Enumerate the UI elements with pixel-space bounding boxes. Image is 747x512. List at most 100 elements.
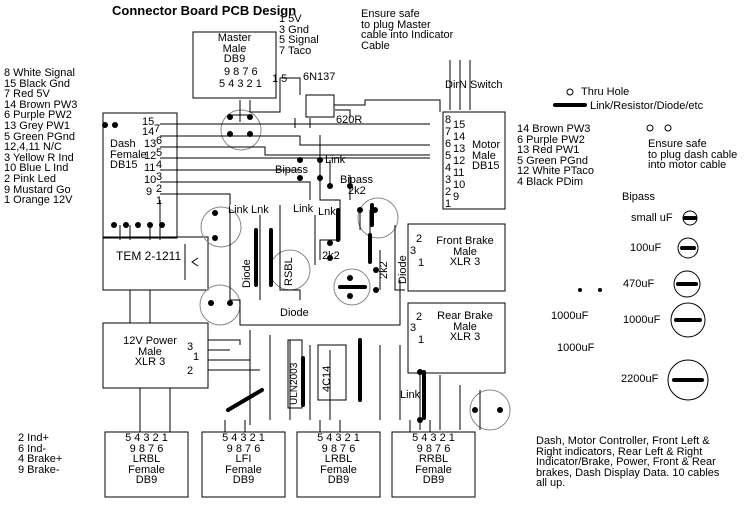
indicator-pinout-list: 2 Ind+ 6 Ind- 4 Brake+ 9 Brake-	[18, 433, 62, 475]
front-brake-pin: 3	[410, 245, 417, 257]
dash-pinout-item: 5 Green PGnd	[4, 130, 75, 143]
legend-link: Link/Resistor/Diode/etc	[590, 100, 704, 112]
dash-pin: 15	[142, 116, 155, 128]
db9-name: LRBL	[132, 453, 161, 466]
motor-pins-left: 8 7 6 5 4 3 2 1	[445, 115, 451, 211]
db9-row-bottom: 9 8 7 6	[129, 442, 164, 455]
label-lnk: Lnk	[251, 204, 269, 216]
legend-bipass-title: Bipass	[622, 191, 656, 203]
indicator-pinout-item: 2 Ind+	[18, 432, 49, 444]
db9-row-top: 5 4 3 2 1	[125, 432, 168, 444]
motor-pin: 9	[453, 191, 460, 203]
master-label-line: DB9	[223, 53, 246, 66]
label-2k2-vertical: 2k2	[378, 261, 390, 279]
safe-note-top-line: to plug Master	[361, 18, 431, 31]
dash-pinout-item: 6 Purple PW2	[4, 109, 72, 122]
dash-pin: 9	[146, 186, 153, 198]
rear-brake-line: Male	[453, 320, 477, 333]
tem-converter-label: TEM 2-1211	[116, 249, 182, 263]
indicator-pinout-item: 4 Brake+	[18, 453, 63, 466]
db9-box-4	[391, 431, 476, 498]
master-label-line: Male	[222, 42, 247, 55]
motor-pinout-item: 13 Red PW1	[517, 144, 580, 157]
motor-pin: 15	[453, 119, 466, 131]
uln2003-label: ULN2003	[289, 362, 300, 405]
safe-note-top-line: Cable	[361, 39, 390, 52]
db9-row-bottom: 9 8 7 6	[321, 442, 356, 455]
6n137-chip	[305, 94, 335, 118]
label-lnk-2: Lnk	[318, 206, 336, 218]
power-xlr-label: 12V Power Male XLR 3	[110, 336, 190, 368]
motor-pin: 5	[445, 150, 452, 162]
summary-line: Right indicators, Rear Left & Right	[536, 445, 703, 458]
motor-pin: 14	[453, 131, 466, 143]
resistor-620r-label: 620R	[336, 114, 363, 126]
master-db9-label: Master Male DB9	[193, 33, 276, 65]
db9-name: RRBL	[418, 453, 449, 466]
dash-pin: 7	[154, 123, 161, 135]
legend-cap-small: small uF	[631, 212, 673, 224]
rear-brake-line: XLR 3	[449, 331, 481, 344]
db9-row-bottom: 9 8 7 6	[416, 442, 451, 455]
dash-pin: 3	[156, 171, 163, 183]
power-pin: 3	[187, 341, 194, 353]
dash-pinout-item: 3 Yellow R Ind	[4, 151, 74, 164]
db9-label-line: Female	[415, 463, 452, 476]
motor-db15-box	[442, 111, 506, 210]
motor-pin: 1	[445, 198, 452, 210]
motor-pin: 2	[445, 186, 452, 198]
legend-cap-100: 100uF	[630, 242, 662, 254]
legend-safe-note: Ensure safe to plug dash cable into moto…	[648, 139, 737, 171]
indicator-pinout-item: 9 Brake-	[18, 463, 60, 476]
rear-brake-pin: 3	[410, 322, 417, 334]
motor-pin: 4	[445, 162, 452, 174]
db9-output-4: 5 4 3 2 1 9 8 7 6 RRBL Female DB9	[392, 433, 475, 486]
dash-pin: 13	[144, 138, 157, 150]
legend-cap-470: 470uF	[623, 278, 655, 290]
dash-pin: 10	[144, 174, 157, 186]
front-brake-line: XLR 3	[449, 256, 481, 269]
dash-pinout-item: 15 Black Gnd	[4, 77, 71, 90]
dash-pinout-item: 14 Brown PW3	[4, 98, 78, 111]
summary-line: all up.	[536, 477, 566, 490]
dash-label-line: Female	[110, 148, 147, 161]
motor-label-line: Motor	[472, 139, 501, 151]
diagram-title: Connector Board PCB Design	[112, 3, 297, 18]
dash-pinout-item: 8 White Signal	[4, 67, 75, 79]
db9-name: LRBL	[324, 453, 353, 466]
db9-row-bottom: 9 8 7 6	[226, 442, 261, 455]
power-pin: 2	[187, 365, 194, 377]
rear-brake-label: Rear Brake Male XLR 3	[430, 311, 500, 343]
rear-brake-pin: 2	[416, 311, 423, 323]
power-pin: 1	[193, 351, 200, 363]
safe-note-top-line: Ensure safe	[361, 8, 420, 20]
motor-pins-right: 15 14 13 12 11 10 9	[453, 120, 465, 204]
label-link-mid: Link	[293, 203, 314, 215]
legend-safe-line: to plug dash cable	[648, 148, 738, 161]
label-link-bottom: Link	[400, 389, 421, 401]
dash-db15-label: Dash Female DB15	[110, 139, 147, 171]
label-diode-left: Diode	[241, 259, 253, 288]
label-1000uf-b: 1000uF	[557, 342, 595, 354]
master-label-line: Master	[217, 32, 252, 44]
dash-pin: 6	[156, 135, 163, 147]
motor-pinout-item: 5 Green PGnd	[517, 154, 588, 167]
db9-row-top: 5 4 3 2 1	[317, 432, 360, 444]
label-bipass-1: Bipass	[275, 164, 309, 176]
dash-pin: 2	[156, 183, 163, 195]
db9-label-line: Female	[128, 463, 165, 476]
db9-label-line: DB9	[135, 474, 158, 487]
front-brake-line: Front Brake	[436, 235, 494, 247]
master-pin-list: 1 5V 3 Gnd 5 Signal 7 Taco	[279, 14, 319, 56]
master-db9-box	[192, 31, 277, 99]
power-label-line: Male	[138, 345, 162, 358]
dash-pin: 12	[144, 150, 157, 162]
legend-cap-1000: 1000uF	[623, 314, 661, 326]
safe-note-top: Ensure safe to plug Master cable into In…	[361, 9, 453, 51]
front-brake-label: Front Brake Male XLR 3	[430, 236, 500, 268]
db9-name: LFI	[235, 453, 252, 466]
motor-label-line: Male	[472, 149, 496, 162]
db9-label-line: Female	[320, 463, 357, 476]
dash-db15-box	[102, 112, 178, 239]
